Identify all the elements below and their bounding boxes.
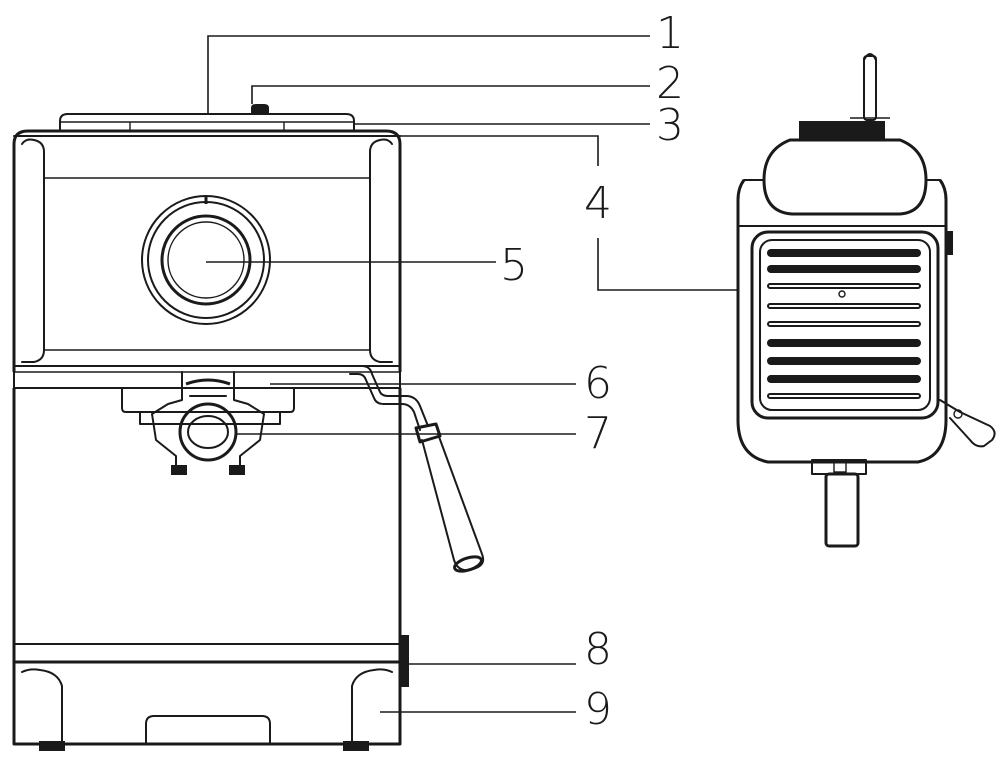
front-view	[12, 104, 485, 751]
leader-4a	[396, 135, 599, 166]
top-rod	[850, 53, 890, 121]
top-button	[251, 104, 269, 115]
leader-2	[251, 85, 650, 104]
callout-4: 4	[584, 178, 612, 229]
portafilter	[151, 371, 265, 475]
callout-6: 6	[584, 358, 612, 409]
control-knob	[141, 195, 271, 325]
side-wand	[939, 399, 996, 448]
side-view	[736, 53, 996, 548]
vent-grille	[750, 230, 940, 420]
callout-8: 8	[584, 624, 612, 675]
callout-7: 7	[584, 408, 612, 459]
top-cover	[59, 104, 355, 132]
callout-5: 5	[500, 240, 528, 291]
callout-numbers: 1 2 3 4 5 6 7 8 9	[500, 8, 684, 735]
callout-9: 9	[584, 684, 612, 735]
steam-wand	[349, 365, 485, 573]
leader-1	[207, 35, 650, 114]
leader-lines	[206, 35, 738, 713]
callout-1: 1	[656, 8, 684, 59]
upper-body	[12, 129, 402, 372]
drip-tray	[12, 662, 402, 751]
leader-4b	[597, 238, 738, 291]
callout-3: 3	[656, 100, 684, 151]
bottom-rod	[811, 459, 867, 548]
top-cap	[762, 121, 928, 216]
group-head-band	[13, 365, 401, 425]
callout-2: 2	[656, 58, 684, 109]
lower-body	[12, 388, 409, 687]
